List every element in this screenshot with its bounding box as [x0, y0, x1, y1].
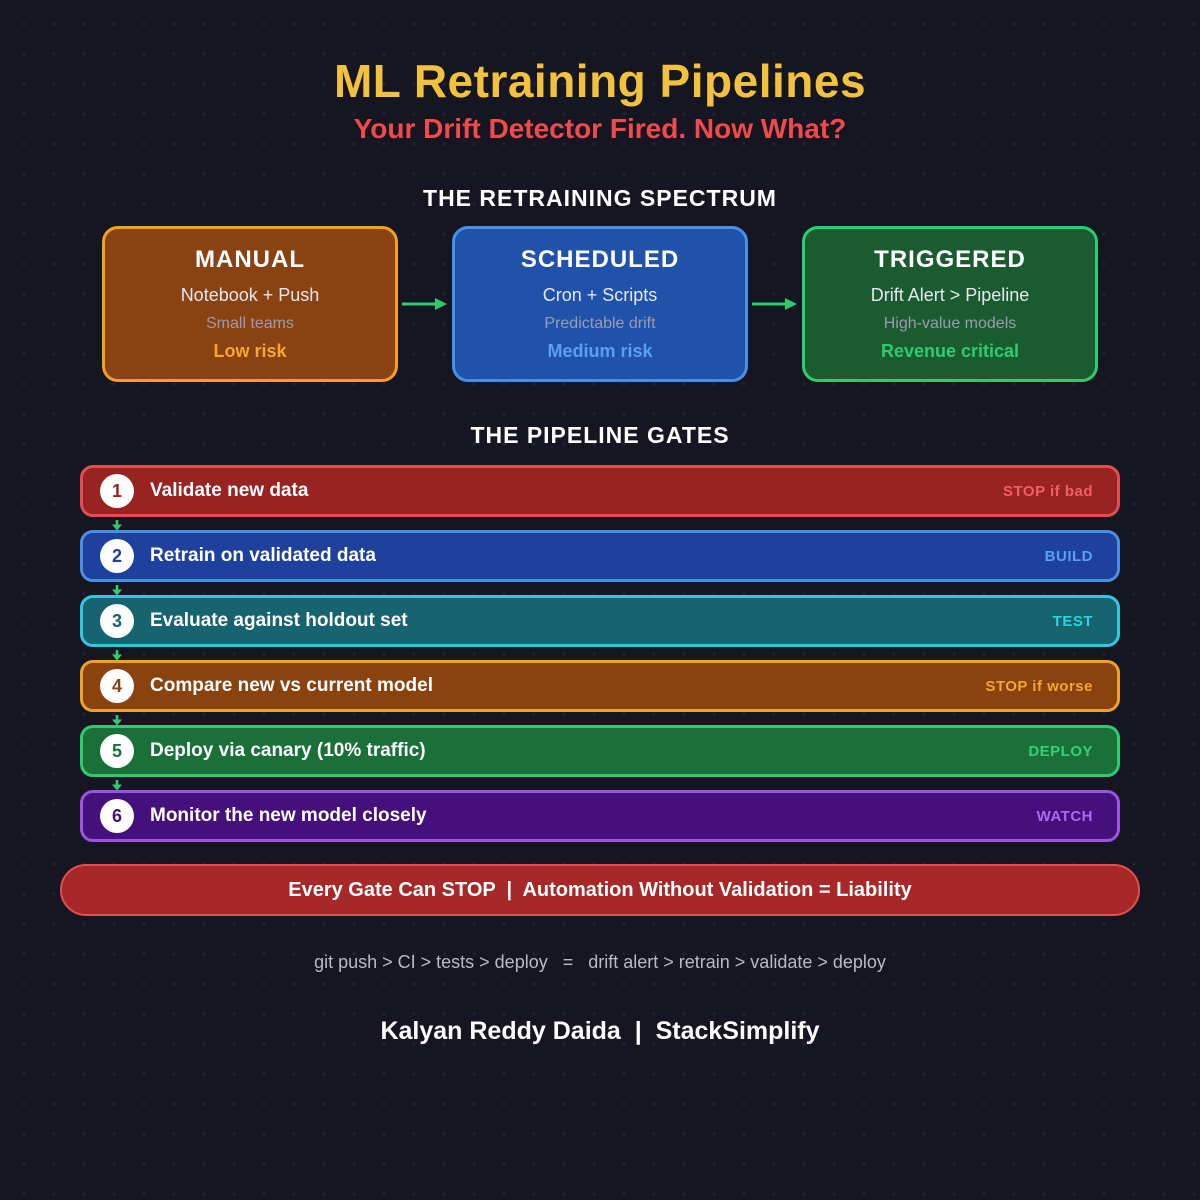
- spectrum-heading: THE RETRAINING SPECTRUM: [423, 185, 777, 211]
- card-line: High-value models: [883, 315, 1017, 332]
- gate-label: Compare new vs current model: [150, 675, 433, 696]
- page-title: ML Retraining Pipelines: [333, 55, 867, 107]
- card-line: Small teams: [205, 315, 295, 332]
- gate-tag: WATCH: [1036, 807, 1093, 825]
- gate-number-badge: 4: [100, 669, 134, 703]
- gate-number-badge: 3: [100, 604, 134, 638]
- arrow-right-icon: [398, 297, 452, 311]
- card-line: Predictable drift: [544, 315, 656, 332]
- warning-banner-text: Every Gate Can STOP | Automation Without…: [288, 878, 912, 901]
- arrow-down-icon: [111, 648, 123, 661]
- gates-heading: THE PIPELINE GATES: [470, 422, 730, 448]
- gate-row-1: 1 Validate new data STOP if bad: [80, 465, 1120, 517]
- arrow-right-icon: [748, 297, 802, 311]
- card-scheduled: SCHEDULED Cron + Scripts Predictable dri…: [452, 226, 748, 382]
- gate-row-2: 2 Retrain on validated data BUILD: [80, 530, 1120, 582]
- gate-number-badge: 5: [100, 734, 134, 768]
- gate-label: Monitor the new model closely: [150, 805, 427, 826]
- gate-number-badge: 6: [100, 799, 134, 833]
- gate-row-4: 4 Compare new vs current model STOP if w…: [80, 660, 1120, 712]
- gate-number-badge: 1: [100, 474, 134, 508]
- gate-tag: DEPLOY: [1028, 742, 1093, 760]
- gates-list: 1 Validate new data STOP if bad 2 Retrai…: [80, 465, 1120, 842]
- gate-label: Evaluate against holdout set: [150, 610, 408, 631]
- card-manual: MANUAL Notebook + Push Small teams Low r…: [102, 226, 398, 382]
- arrow-down-icon: [111, 713, 123, 726]
- gate-label: Retrain on validated data: [150, 545, 376, 566]
- card-line: Drift Alert > Pipeline: [870, 285, 1030, 305]
- card-risk-label: Low risk: [213, 341, 287, 361]
- author-credit: Kalyan Reddy Daida | StackSimplify: [380, 1017, 820, 1045]
- arrow-down-icon: [111, 778, 123, 791]
- gate-tag: TEST: [1052, 612, 1093, 630]
- gate-label: Deploy via canary (10% traffic): [150, 740, 426, 761]
- pipeline-comparison-text: git push > CI > tests > deploy = drift a…: [314, 952, 886, 972]
- gate-row-5: 5 Deploy via canary (10% traffic) DEPLOY: [80, 725, 1120, 777]
- card-title: SCHEDULED: [520, 246, 680, 273]
- arrow-down-icon: [111, 518, 123, 531]
- card-line: Cron + Scripts: [542, 285, 658, 305]
- card-risk-label: Medium risk: [547, 341, 653, 361]
- page-subtitle: Your Drift Detector Fired. Now What?: [353, 113, 847, 144]
- card-title: TRIGGERED: [874, 246, 1026, 273]
- card-triggered: TRIGGERED Drift Alert > Pipeline High-va…: [802, 226, 1098, 382]
- gate-tag: BUILD: [1044, 547, 1093, 565]
- gate-tag: STOP if worse: [985, 677, 1093, 695]
- warning-banner: Every Gate Can STOP | Automation Without…: [60, 864, 1140, 916]
- card-title: MANUAL: [195, 246, 305, 273]
- gate-tag: STOP if bad: [1003, 482, 1093, 500]
- gate-number-badge: 2: [100, 539, 134, 573]
- gate-label: Validate new data: [150, 480, 309, 501]
- card-line: Notebook + Push: [180, 285, 320, 305]
- gate-row-3: 3 Evaluate against holdout set TEST: [80, 595, 1120, 647]
- card-risk-label: Revenue critical: [880, 341, 1020, 361]
- arrow-down-icon: [111, 583, 123, 596]
- spectrum-cards: MANUAL Notebook + Push Small teams Low r…: [0, 226, 1200, 382]
- gate-row-6: 6 Monitor the new model closely WATCH: [80, 790, 1120, 842]
